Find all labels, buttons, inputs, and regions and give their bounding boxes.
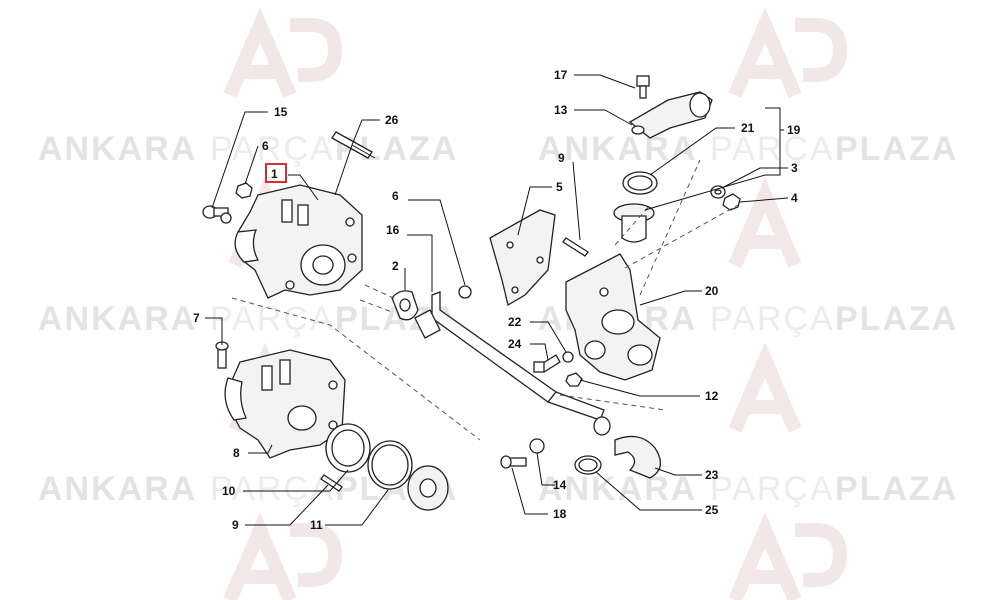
part-4-nut[interactable]	[722, 193, 741, 211]
part-17-bleed-screw[interactable]	[636, 75, 650, 99]
callout-6[interactable]: 6	[392, 189, 399, 203]
callout-5[interactable]: 5	[556, 180, 563, 194]
part-20-thermostat-housing[interactable]	[565, 253, 661, 381]
callout-10[interactable]: 10	[222, 484, 236, 498]
callout-1-highlight-box	[265, 163, 287, 183]
watermark-brand-mid: PARÇA	[210, 300, 335, 338]
watermark-brand-left: ANKARA	[38, 470, 197, 508]
callout-8[interactable]: 8	[233, 446, 240, 460]
part-19-thermostat[interactable]	[613, 203, 655, 243]
callouts: 1 15 6 26 7 8 10 9 11 2 16 6	[193, 68, 801, 532]
callout-19[interactable]: 19	[787, 123, 801, 137]
part-1-water-pump[interactable]	[234, 184, 363, 299]
watermark-brand-right: PLAZA	[835, 300, 958, 338]
part-22-washer[interactable]	[562, 351, 574, 363]
callout-6[interactable]: 6	[262, 139, 269, 153]
part-13-outlet[interactable]	[628, 91, 713, 139]
callout-16[interactable]: 16	[386, 223, 400, 237]
part-9-stud[interactable]	[320, 474, 343, 492]
callout-3[interactable]: 3	[791, 161, 798, 175]
callout-7[interactable]: 7	[193, 311, 200, 325]
callout-11[interactable]: 11	[310, 518, 323, 532]
part-25-clamp[interactable]	[574, 455, 602, 475]
callout-23[interactable]: 23	[705, 468, 719, 482]
part-14-washer[interactable]	[529, 438, 545, 454]
part-16-pipe[interactable]	[414, 291, 611, 436]
watermark-logo	[728, 342, 802, 433]
part-6-nut[interactable]	[458, 285, 472, 299]
part-5-bracket[interactable]	[489, 209, 556, 307]
callout-4[interactable]: 4	[791, 191, 798, 205]
part-23-hose[interactable]	[614, 435, 662, 479]
callout-18[interactable]: 18	[553, 507, 567, 521]
part-2-gasket[interactable]	[391, 290, 419, 321]
part-11-o-ring[interactable]	[325, 423, 371, 473]
assembly-lines	[231, 159, 739, 441]
part-24-sensor[interactable]	[533, 354, 561, 373]
callout-25[interactable]: 25	[705, 503, 719, 517]
part-18-bolt[interactable]	[500, 455, 527, 469]
callout-21[interactable]: 21	[741, 121, 755, 135]
part-7-bolt[interactable]	[215, 341, 229, 369]
callout-15[interactable]: 15	[274, 105, 288, 119]
callout-20[interactable]: 20	[705, 284, 719, 298]
watermark-brand-right: PLAZA	[835, 470, 958, 508]
part-21-seal[interactable]	[622, 171, 658, 195]
watermark-logo	[728, 177, 802, 268]
callout-2[interactable]: 2	[392, 259, 399, 273]
callout-22[interactable]: 22	[508, 315, 522, 329]
part-9-stud[interactable]	[562, 237, 589, 257]
callout-14[interactable]: 14	[553, 478, 567, 492]
watermark-brand-left: ANKARA	[38, 130, 197, 168]
part-8-pump-housing[interactable]	[224, 349, 346, 459]
part-15-bolt[interactable]	[202, 205, 232, 224]
watermark-brand-left: ANKARA	[538, 470, 697, 508]
watermark-row: ANKARA PARÇA PLAZA ANKARA PARÇA PLAZA	[38, 130, 958, 168]
watermark-brand-mid: PARÇA	[210, 130, 335, 168]
watermark-row: ANKARA PARÇA PLAZA ANKARA PARÇA PLAZA	[38, 470, 958, 508]
watermark-row: ANKARA PARÇA PLAZA ANKARA PARÇA PLAZA	[38, 300, 958, 338]
watermark-logo	[728, 512, 848, 600]
part-12-plug[interactable]	[565, 372, 583, 387]
watermark-logo	[728, 7, 848, 98]
callout-1[interactable]: 1	[271, 167, 278, 181]
parts-layer	[202, 75, 741, 511]
part-3-washer[interactable]	[710, 185, 726, 199]
callout-9[interactable]: 9	[232, 518, 239, 532]
watermark-brand-mid: PARÇA	[710, 470, 835, 508]
watermark-brand-mid: PARÇA	[710, 300, 835, 338]
watermark-brand-right: PLAZA	[835, 130, 958, 168]
callout-26[interactable]: 26	[385, 113, 399, 127]
watermark-logo	[223, 512, 343, 600]
callout-13[interactable]: 13	[554, 103, 568, 117]
watermark-logo	[223, 7, 343, 98]
part-impeller[interactable]	[407, 465, 449, 511]
part-11-seal[interactable]	[367, 440, 413, 490]
callout-24[interactable]: 24	[508, 337, 522, 351]
callout-17[interactable]: 17	[554, 68, 568, 82]
callout-12[interactable]: 12	[705, 389, 719, 403]
watermark-brand-left: ANKARA	[38, 300, 197, 338]
watermark-brand-mid: PARÇA	[710, 130, 835, 168]
watermark: ANKARA PARÇA PLAZA ANKARA PARÇA PLAZA AN…	[38, 7, 958, 600]
callout-9[interactable]: 9	[558, 151, 565, 165]
part-6-nut[interactable]	[235, 182, 253, 199]
